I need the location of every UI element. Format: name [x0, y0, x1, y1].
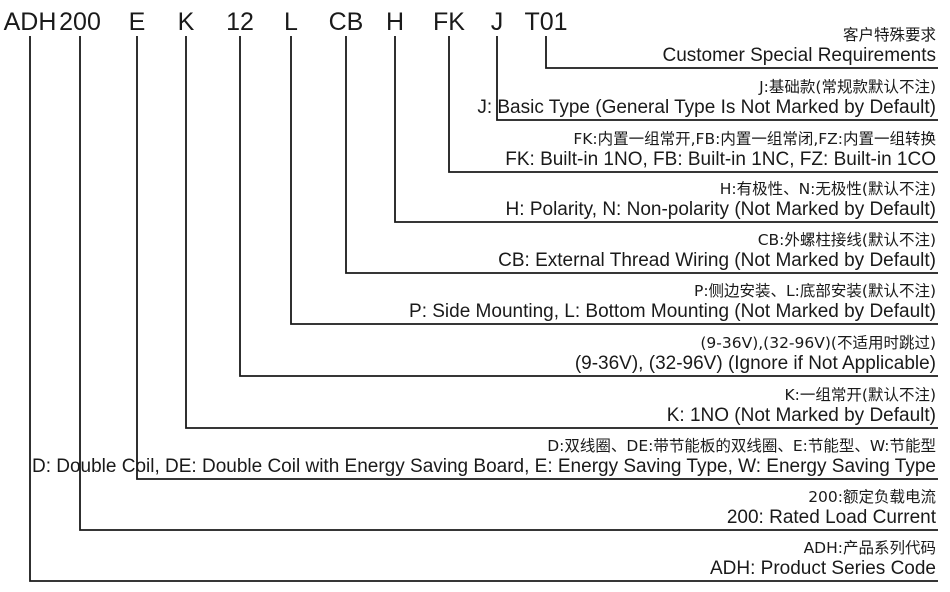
code-segment-cb: CB: [329, 8, 364, 36]
code-segment-t01: T01: [524, 8, 567, 36]
description-cn: 客户特殊要求: [843, 26, 936, 44]
description-en: D: Double Coil, DE: Double Coil with Ene…: [32, 456, 936, 477]
description-en: FK: Built-in 1NO, FB: Built-in 1NC, FZ: …: [505, 149, 936, 170]
description-en: (9-36V), (32-96V) (Ignore if Not Applica…: [575, 353, 936, 374]
description-en: J: Basic Type (General Type Is Not Marke…: [477, 97, 936, 118]
description-en: 200: Rated Load Current: [727, 507, 937, 528]
description-cn: (9-36V),(32-96V)(不适用时跳过): [700, 334, 936, 352]
description-cn: ADH:产品系列代码: [804, 539, 936, 557]
code-segment-200: 200: [59, 8, 101, 36]
code-segment-adh: ADH: [4, 8, 57, 36]
connector-line: [394, 36, 938, 223]
description-en: K: 1NO (Not Marked by Default): [667, 405, 936, 426]
description-cn: 200:额定负载电流: [808, 488, 936, 506]
connector-line: [185, 36, 938, 429]
code-segment-12: 12: [226, 8, 254, 36]
code-segment-fk: FK: [433, 8, 465, 36]
description-cn: H:有极性、N:无极性(默认不注): [720, 180, 936, 198]
connector-line: [136, 36, 938, 480]
description-cn: FK:内置一组常开,FB:内置一组常闭,FZ:内置一组转换: [573, 130, 936, 148]
connector-line: [545, 36, 938, 69]
connector-line: [345, 36, 938, 274]
connector-line: [79, 36, 938, 531]
description-cn: K:一组常开(默认不注): [785, 386, 936, 404]
connector-line: [239, 36, 938, 377]
description-en: H: Polarity, N: Non-polarity (Not Marked…: [506, 199, 936, 220]
code-segment-e: E: [129, 8, 146, 36]
description-en: ADH: Product Series Code: [710, 558, 936, 579]
code-segment-l: L: [284, 8, 298, 36]
code-segment-k: K: [178, 8, 195, 36]
description-cn: CB:外螺柱接线(默认不注): [758, 231, 936, 249]
code-segment-h: H: [386, 8, 404, 36]
description-en: CB: External Thread Wiring (Not Marked b…: [498, 250, 936, 271]
connector-line: [29, 36, 938, 582]
code-segment-j: J: [491, 8, 504, 36]
connector-line: [290, 36, 938, 325]
connector-lines: [29, 36, 938, 582]
connector-line: [496, 36, 938, 121]
description-cn: J:基础款(常规款默认不注): [758, 78, 936, 96]
description-en: P: Side Mounting, L: Bottom Mounting (No…: [409, 301, 936, 322]
connector-line: [448, 36, 938, 173]
description-cn: P:侧边安装、L:底部安装(默认不注): [694, 282, 936, 300]
description-en: Customer Special Requirements: [662, 45, 936, 66]
description-cn: D:双线圈、DE:带节能板的双线圈、E:节能型、W:节能型: [547, 437, 936, 455]
